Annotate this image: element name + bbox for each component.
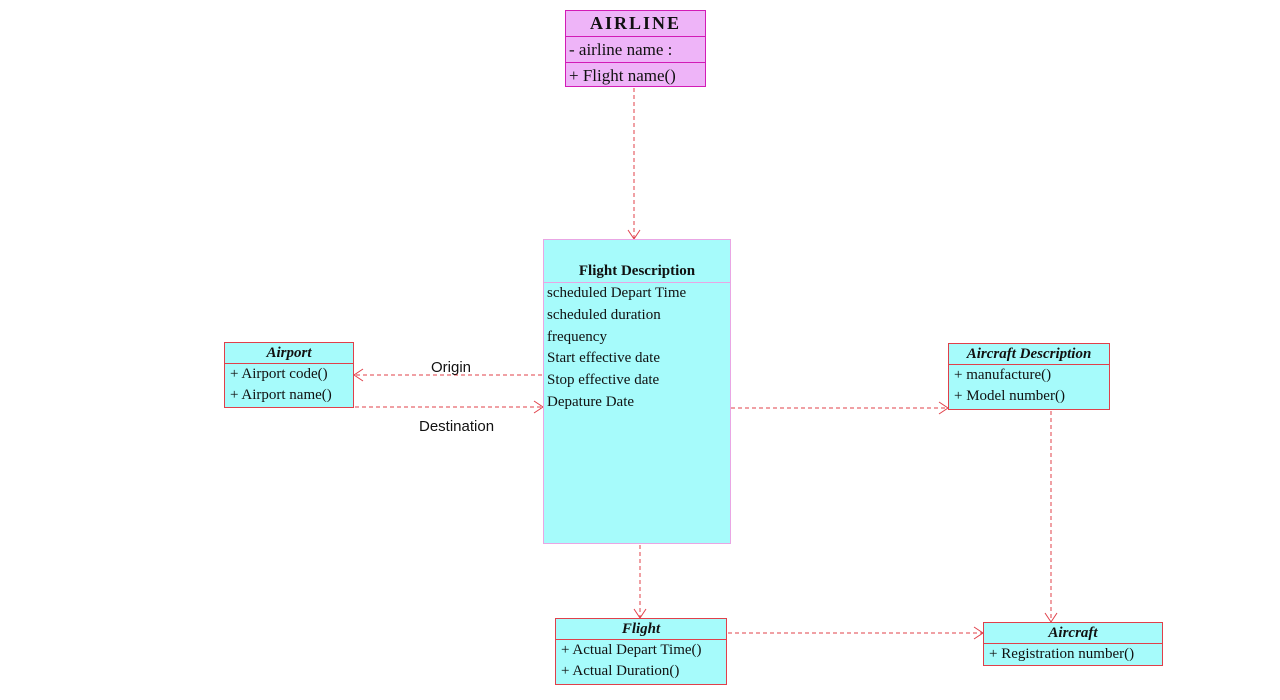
- class-attribute: Stop effective date: [547, 372, 660, 389]
- class-title: Aircraft: [984, 623, 1162, 644]
- class-attribute: scheduled duration: [547, 306, 661, 323]
- class-operation: + Flight name(): [566, 62, 705, 88]
- class-flight-description: Flight Description scheduled Depart Time…: [543, 239, 731, 544]
- class-title: Aircraft Description: [949, 344, 1109, 365]
- edge-label-origin: Origin: [431, 359, 472, 376]
- class-airport: Airport + Airport code() + Airport name(…: [224, 342, 354, 408]
- class-attribute: Start effective date: [547, 350, 660, 367]
- class-attribute: - airline name :: [569, 40, 673, 59]
- class-aircraft-description: Aircraft Description + manufacture() + M…: [948, 343, 1110, 410]
- class-operation: + Model number(): [954, 388, 1065, 404]
- class-title: Airport: [225, 343, 353, 364]
- class-operation: + manufacture(): [954, 367, 1052, 383]
- class-attribute: Depature Date: [547, 393, 635, 410]
- class-flight: Flight + Actual Depart Time() + Actual D…: [555, 618, 727, 685]
- class-attribute: frequency: [547, 328, 607, 345]
- arrowhead-left: [353, 368, 364, 382]
- class-operation: + Airport name(): [230, 387, 332, 403]
- class-operation: + Actual Duration(): [561, 663, 680, 679]
- class-operation: + Registration number(): [989, 646, 1135, 662]
- class-aircraft: Aircraft + Registration number(): [983, 622, 1163, 666]
- class-title: AIRLINE: [566, 11, 705, 37]
- edge-label-destination: Destination: [419, 418, 495, 435]
- class-title: Flight: [556, 619, 726, 640]
- class-operation: + Actual Depart Time(): [561, 642, 702, 658]
- class-operation: + Airport code(): [230, 366, 328, 382]
- class-attribute: scheduled Depart Time: [547, 285, 687, 301]
- class-airline: AIRLINE - airline name : + Flight name(): [565, 10, 706, 87]
- class-title: Flight Description: [544, 240, 730, 283]
